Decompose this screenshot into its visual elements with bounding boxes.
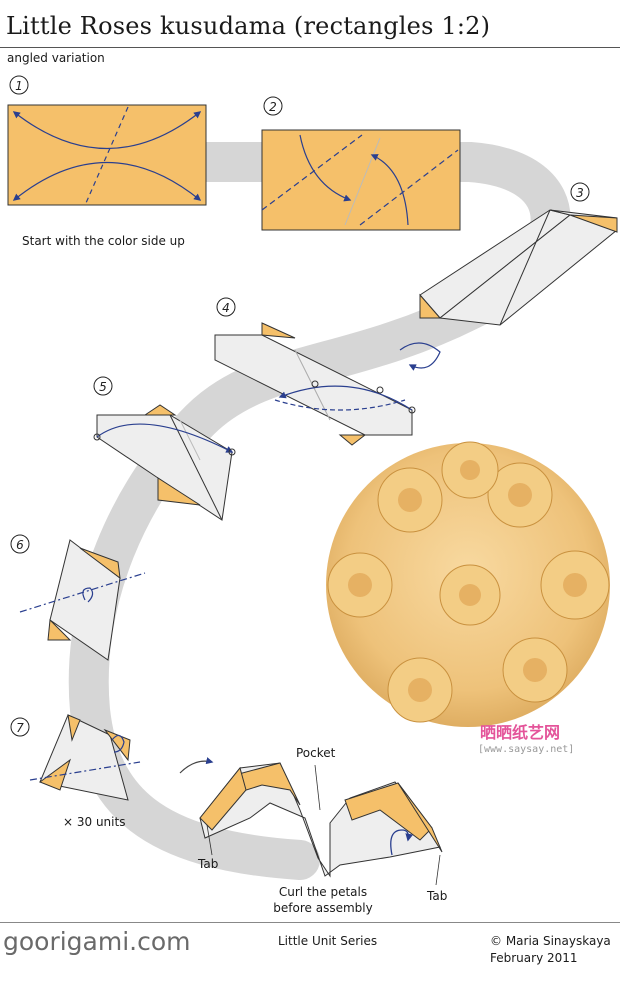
transition-arrow	[179, 757, 214, 774]
tab-label-left: Tab	[198, 857, 219, 871]
series-name: Little Unit Series	[278, 934, 378, 948]
header-divider	[0, 47, 620, 48]
watermark-brand: 晒晒纸艺网	[480, 723, 561, 742]
site-logo[interactable]: goorigami.com	[3, 927, 191, 956]
step-4-diagram	[214, 322, 441, 446]
tab-label-right: Tab	[427, 889, 448, 903]
step-2-diagram	[261, 129, 461, 231]
step-3-number: 3	[576, 186, 584, 200]
step-5-number: 5	[99, 380, 107, 394]
pocket-label: Pocket	[296, 746, 336, 760]
step-5-diagram	[93, 404, 236, 521]
step-4-number: 4	[222, 301, 230, 315]
step-7-number: 7	[16, 721, 24, 735]
watermark-url: [www.saysay.net]	[478, 744, 575, 755]
page-subtitle: angled variation	[7, 51, 105, 65]
step-3-diagram	[419, 209, 618, 326]
start-note: Start with the color side up	[22, 234, 185, 248]
footer-divider	[0, 922, 620, 923]
step-7-diagram	[29, 714, 141, 801]
units-count: × 30 units	[63, 815, 126, 829]
final-unit-diagram	[199, 762, 443, 886]
step-6-number: 6	[16, 538, 24, 552]
step-1-diagram	[7, 104, 207, 206]
page-title: Little Roses kusudama (rectangles 1:2)	[6, 12, 491, 40]
copyright: © Maria Sinayskaya	[490, 934, 611, 948]
step-2-number: 2	[269, 100, 277, 114]
kusudama-photo	[326, 441, 610, 727]
step-6-diagram	[19, 539, 146, 661]
publish-date: February 2011	[490, 951, 578, 965]
step-1-number: 1	[15, 79, 23, 93]
credits: © Maria Sinayskaya February 2011	[490, 933, 611, 967]
curl-note-line1: Curl the petals	[278, 885, 368, 899]
curl-note-line2: before assembly	[273, 901, 373, 915]
